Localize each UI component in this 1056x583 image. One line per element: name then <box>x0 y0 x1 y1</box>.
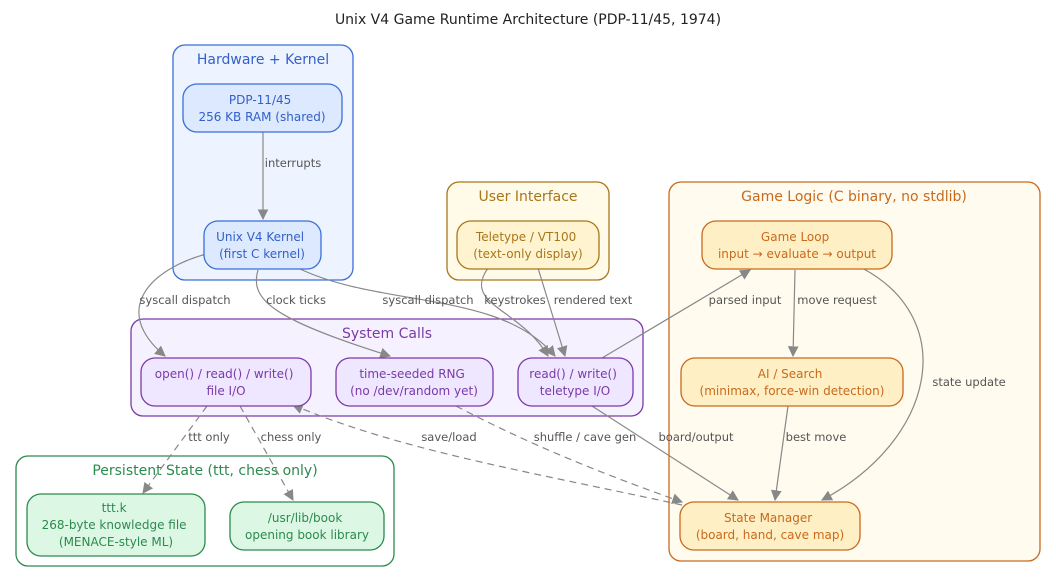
node-ttyio-line2: teletype I/O <box>540 384 610 398</box>
edge-label-best-move: best move <box>786 430 847 444</box>
edge-gameloop-ai <box>787 269 799 358</box>
node-rng: time-seeded RNG (no /dev/random yet) <box>335 357 494 407</box>
edge-teletype-ttyio-2 <box>537 267 568 358</box>
edge-kernel-rng <box>255 269 392 359</box>
edge-ttyio-gameloop <box>601 269 751 359</box>
node-rng-line1: time-seeded RNG <box>359 367 465 381</box>
node-teletype-line2: (text-only display) <box>473 247 582 261</box>
svg-text:/usr/lib/book opening bo: /usr/lib/book opening book library <box>245 511 369 542</box>
edge-state-fileio <box>292 403 683 506</box>
edge-label-shuffle: shuffle / cave gen <box>534 430 637 444</box>
edge-label-rendered-text: rendered text <box>554 293 633 307</box>
edge-kernel-fileio <box>138 252 211 357</box>
node-fileio-line2: file I/O <box>206 384 245 398</box>
node-state: State Manager (board, hand, cave map) <box>679 501 861 551</box>
node-kernel-line1: Unix V4 Kernel <box>216 230 304 244</box>
cluster-hardware-label: Hardware + Kernel <box>197 52 329 68</box>
edge-label-chess-only: chess only <box>261 430 322 444</box>
svg-text:State Manager (board, ha: State Manager (board, hand, cave map) <box>696 511 844 542</box>
node-state-line2: (board, hand, cave map) <box>696 528 844 542</box>
cluster-logic-label: Game Logic (C binary, no stdlib) <box>741 189 967 205</box>
node-tttk-line3: (MENACE-style ML) <box>59 535 173 549</box>
edge-label-clock-ticks: clock ticks <box>266 293 326 307</box>
edge-rng-state <box>455 405 684 504</box>
svg-text:open() / read() / write(): open() / read() / write() file I/O <box>155 367 297 398</box>
edge-ttyio-state <box>591 405 739 501</box>
node-rng-line2: (no /dev/random yet) <box>350 384 478 398</box>
edge-fileio-tttk <box>142 405 208 494</box>
edge-label-board-output: board/output <box>658 430 734 444</box>
cluster-syscalls-label: System Calls <box>342 326 432 342</box>
edge-label-syscall-dispatch-2: syscall dispatch <box>382 293 473 307</box>
node-tttk-line1: ttt.k <box>102 501 127 515</box>
edge-label-interrupts: interrupts <box>265 156 321 170</box>
svg-text:read() / write() teletyp: read() / write() teletype I/O <box>529 367 620 398</box>
node-gameloop: Game Loop input → evaluate → output <box>701 220 893 270</box>
edge-label-keystrokes: keystrokes <box>484 293 545 307</box>
edge-labels: interrupts syscall dispatch clock ticks … <box>139 156 1005 444</box>
svg-text:PDP-11/45 256 KB RAM (sh: PDP-11/45 256 KB RAM (shared) <box>198 93 325 124</box>
node-kernel: Unix V4 Kernel (first C kernel) <box>203 220 322 270</box>
svg-text:Unix V4 Kernel (first C: Unix V4 Kernel (first C kernel) <box>216 230 308 261</box>
edge-gameloop-state <box>821 267 924 501</box>
node-book-line1: /usr/lib/book <box>268 511 343 525</box>
node-gameloop-line2: input → evaluate → output <box>718 247 876 261</box>
svg-text:ttt.k 268-byte knowledge: ttt.k 268-byte knowledge file (MENACE-st… <box>42 501 191 549</box>
svg-text:AI / Search (minimax, fo: AI / Search (minimax, force-win detectio… <box>700 367 885 398</box>
node-tttk-line2: 268-byte knowledge file <box>42 518 187 532</box>
edge-label-syscall-dispatch-1: syscall dispatch <box>139 293 230 307</box>
node-ttyio-line1: read() / write() <box>529 367 617 381</box>
node-pdp: PDP-11/45 256 KB RAM (shared) <box>182 83 343 133</box>
svg-text:Game Loop input → evalua: Game Loop input → evaluate → output <box>718 230 876 261</box>
node-fileio-line1: open() / read() / write() <box>155 367 294 381</box>
node-pdp-line1: PDP-11/45 <box>229 93 291 107</box>
edge-label-ttt-only: ttt only <box>188 430 230 444</box>
node-book: /usr/lib/book opening book library <box>229 501 385 551</box>
node-gameloop-line1: Game Loop <box>761 230 829 244</box>
node-tttk: ttt.k 268-byte knowledge file (MENACE-st… <box>26 493 206 557</box>
edge-label-state-update: state update <box>932 375 1005 389</box>
edge-fileio-book <box>239 405 294 501</box>
node-ai: AI / Search (minimax, force-win detectio… <box>680 357 904 407</box>
node-ai-line2: (minimax, force-win detection) <box>700 384 885 398</box>
svg-text:time-seeded RNG (no /dev: time-seeded RNG (no /dev/random yet) <box>350 367 478 398</box>
node-fileio: open() / read() / write() file I/O <box>140 357 312 407</box>
svg-text:Teletype / VT100 (text-o: Teletype / VT100 (text-only display) <box>473 230 582 261</box>
node-teletype-line1: Teletype / VT100 <box>475 230 576 244</box>
node-kernel-line2: (first C kernel) <box>219 247 305 261</box>
node-teletype: Teletype / VT100 (text-only display) <box>456 220 600 270</box>
edges <box>138 132 924 506</box>
cluster-persist-label: Persistent State (ttt, chess only) <box>92 463 317 479</box>
node-pdp-line2: 256 KB RAM (shared) <box>198 110 325 124</box>
node-state-line1: State Manager <box>724 511 812 525</box>
edge-label-move-request: move request <box>797 293 877 307</box>
edge-label-save-load: save/load <box>421 430 476 444</box>
cluster-ui-label: User Interface <box>478 189 577 205</box>
edge-label-parsed-input: parsed input <box>709 293 782 307</box>
node-book-line2: opening book library <box>245 528 369 542</box>
edge-teletype-ttyio <box>480 267 549 357</box>
node-ai-line1: AI / Search <box>758 367 823 381</box>
diagram-title: Unix V4 Game Runtime Architecture (PDP-1… <box>335 12 721 28</box>
node-ttyio: read() / write() teletype I/O <box>517 357 634 407</box>
edge-ai-state <box>770 405 789 502</box>
